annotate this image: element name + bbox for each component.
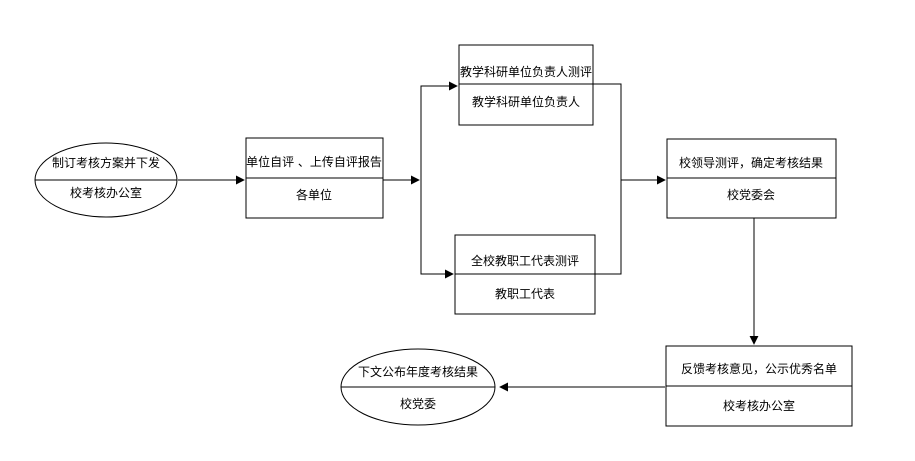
line-teaching-eval-to-merge: [593, 83, 622, 180]
node-end-title: 下文公布年度考核结果: [358, 364, 478, 379]
arrow-split-to-teaching-eval: [420, 81, 458, 180]
node-self-eval-title: 单位自评 、上传自评报告: [246, 154, 382, 169]
node-end-owner: 校党委: [400, 396, 436, 411]
node-start-owner: 校考核办公室: [70, 185, 142, 200]
node-self-eval: 单位自评 、上传自评报告 各单位: [245, 137, 384, 219]
connectors: [178, 81, 759, 392]
node-teaching-eval: 教学科研单位负责人测评 教学科研单位负责人: [458, 44, 594, 126]
node-leader-eval: 校领导测评，确定考核结果 校党委会: [666, 138, 837, 219]
node-staff-eval-owner: 教职工代表: [495, 286, 555, 301]
node-staff-eval-title: 全校教职工代表测评: [471, 253, 579, 268]
line-staff-eval-to-merge: [595, 180, 622, 275]
node-teaching-eval-title: 教学科研单位负责人测评: [460, 64, 592, 79]
node-feedback: 反馈考核意见，公示优秀名单 校考核办公室: [665, 345, 853, 427]
arrow-split-to-staff-eval: [420, 180, 454, 279]
node-feedback-title: 反馈考核意见，公示优秀名单: [681, 361, 837, 376]
node-self-eval-owner: 各单位: [296, 187, 332, 202]
node-end: 下文公布年度考核结果 校党委: [340, 348, 496, 426]
node-leader-eval-owner: 校党委会: [727, 187, 775, 202]
node-start-title: 制订考核方案并下发: [52, 155, 160, 170]
node-staff-eval: 全校教职工代表测评 教职工代表: [454, 234, 596, 315]
node-leader-eval-title: 校领导测评，确定考核结果: [679, 155, 823, 170]
node-teaching-eval-owner: 教学科研单位负责人: [472, 94, 580, 109]
node-start: 制订考核方案并下发 校考核办公室: [34, 142, 178, 218]
node-feedback-owner: 校考核办公室: [723, 398, 795, 413]
